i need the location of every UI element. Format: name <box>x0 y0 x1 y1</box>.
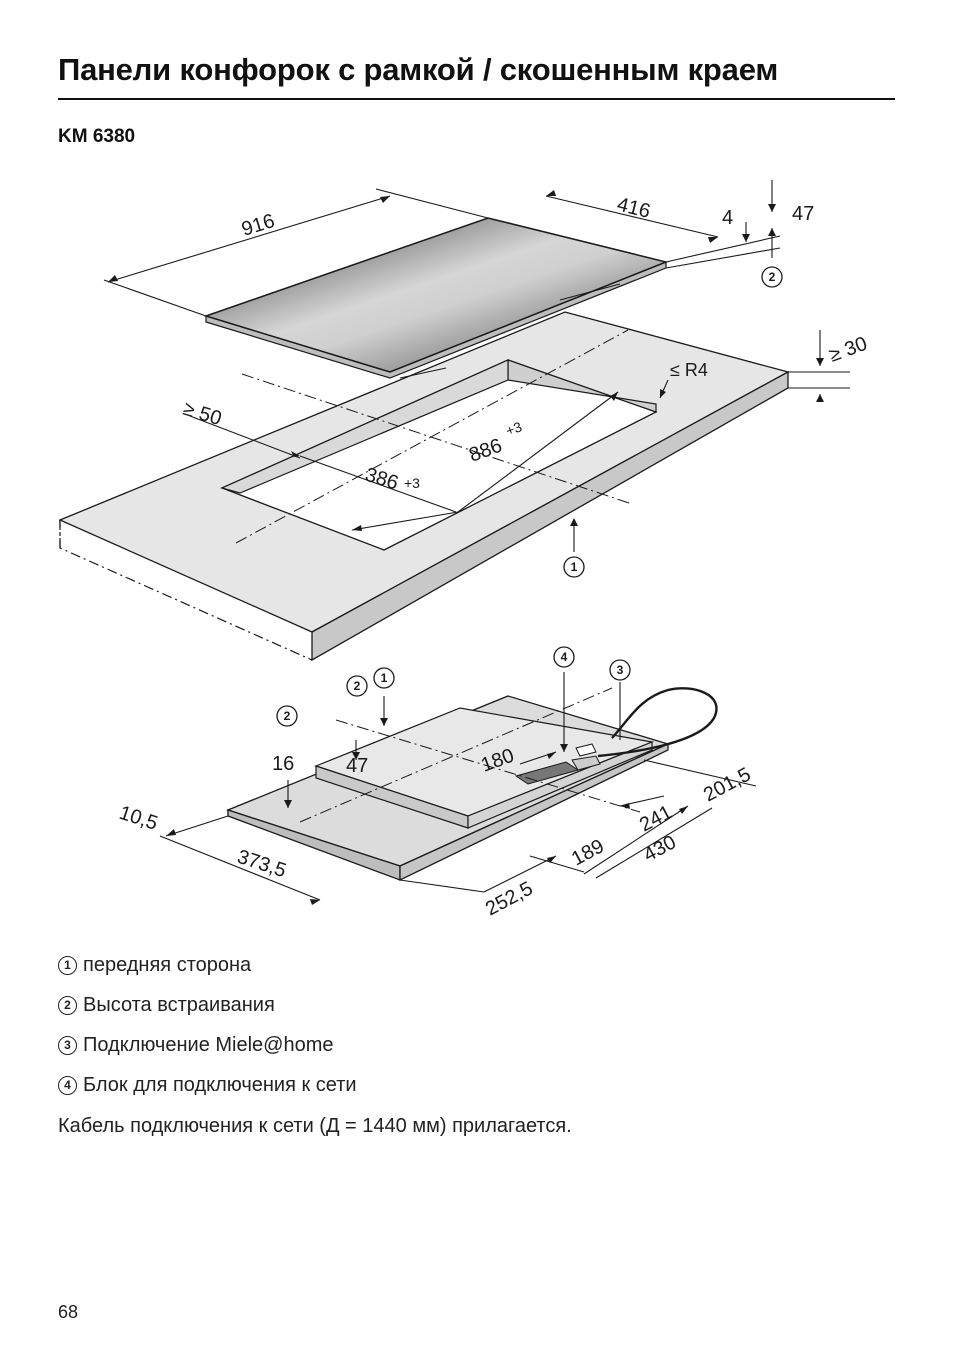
dim-width-label: 916 <box>239 210 277 241</box>
page-number: 68 <box>58 1302 79 1322</box>
dim-body-height-label: 47 <box>346 755 368 777</box>
dim-edge-label: ≥ 50 <box>181 398 225 430</box>
legend-number: 1 <box>58 955 77 975</box>
hob-underside <box>226 687 718 882</box>
dim-radius-label: ≤ R4 <box>670 360 708 380</box>
legend-item-power-box: 4 Блок для подключения к сети <box>58 1065 572 1105</box>
top-dimension-lines <box>103 180 850 552</box>
dim-frame-label: 4 <box>722 207 733 229</box>
legend-item-miele-home: 3 Подключение Miele@home <box>58 1025 572 1065</box>
dim-189-label: 189 <box>568 835 608 870</box>
callout-miele-home: 3 <box>609 659 631 681</box>
legend-item-height: 2 Высота встраивания <box>58 985 572 1025</box>
bottom-arrowheads <box>166 718 688 905</box>
bottom-centerlines <box>299 687 641 823</box>
legend: 1 передняя сторона 2 Высота встраивания … <box>58 945 572 1147</box>
dim-left-margin-label: 10,5 <box>116 802 160 835</box>
legend-text: передняя сторона <box>83 953 252 976</box>
page-title: Панели конфорок с рамкой / скошенным кра… <box>58 52 779 87</box>
model-heading: KM 6380 <box>58 126 136 147</box>
svg-text:1: 1 <box>571 560 578 574</box>
callout-height-mid: 2 <box>346 675 368 697</box>
dim-cutout-width-tol: +3 <box>504 418 525 439</box>
legend-number: 2 <box>58 995 77 1015</box>
callout-front-bottom: 1 <box>373 667 395 689</box>
dim-worktop-label: ≥ 30 <box>826 333 870 367</box>
legend-text: Высота встраивания <box>83 993 275 1016</box>
svg-text:4: 4 <box>561 650 568 664</box>
title-divider <box>58 98 895 100</box>
worktop <box>58 311 790 662</box>
dim-frame-height-label: 16 <box>272 753 294 775</box>
legend-item-front: 1 передняя сторона <box>58 945 572 985</box>
svg-text:1: 1 <box>381 671 388 685</box>
dim-cutout-depth-label: 386 <box>363 464 401 495</box>
dim-252-label: 252,5 <box>482 877 537 920</box>
dim-241-label: 241 <box>636 801 676 836</box>
dim-height-label: 47 <box>792 203 814 225</box>
installation-drawing: 916 416 4 47 ≥ 30 ≤ R4 ≥ 50 386 +3 886 +… <box>58 180 870 920</box>
bottom-dimension-lines <box>159 672 757 901</box>
dim-cutout-width-label: 886 <box>466 435 505 467</box>
legend-number: 4 <box>58 1075 77 1095</box>
callout-height-left: 2 <box>276 705 298 727</box>
svg-text:2: 2 <box>769 270 776 284</box>
dim-cutout-depth-tol: +3 <box>404 475 420 491</box>
svg-text:2: 2 <box>284 709 291 723</box>
callout-height-top: 2 <box>761 266 783 288</box>
dim-right-len-label: 201,5 <box>700 763 755 806</box>
svg-text:3: 3 <box>617 663 624 677</box>
callout-power-box: 4 <box>553 646 575 668</box>
top-arrowheads <box>108 190 824 531</box>
legend-text: Подключение Miele@home <box>83 1033 334 1056</box>
dim-depth-label: 416 <box>615 194 653 223</box>
svg-text:2: 2 <box>354 679 361 693</box>
cutout-centerlines <box>235 329 633 544</box>
legend-number: 3 <box>58 1035 77 1055</box>
cable-note: Кабель подключения к сети (Д = 1440 мм) … <box>58 1114 572 1137</box>
callout-front-top: 1 <box>563 556 585 578</box>
legend-text: Блок для подключения к сети <box>83 1073 357 1096</box>
